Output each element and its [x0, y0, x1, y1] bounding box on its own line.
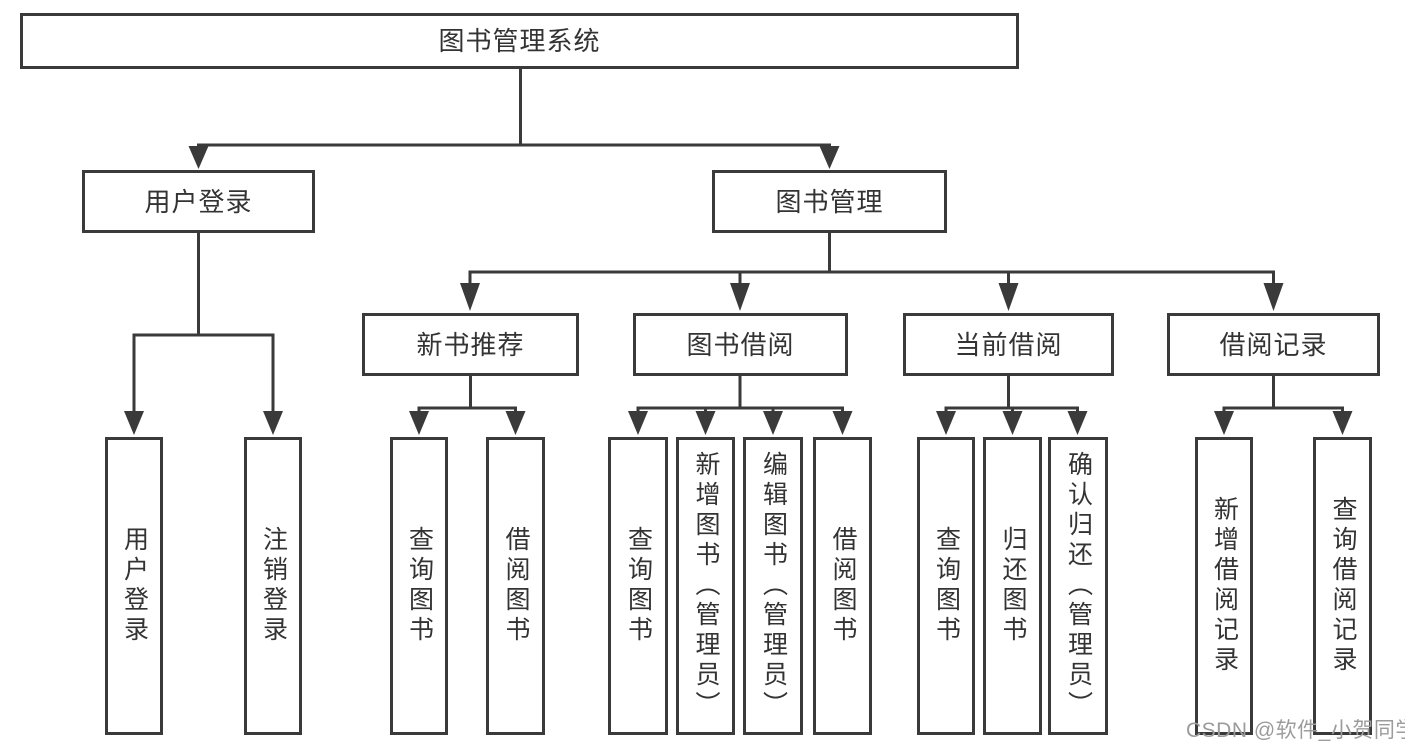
leaf-search-books-borrow: 查询图书	[608, 437, 668, 735]
node-new-book-recommend-label: 新书推荐	[416, 329, 525, 360]
arrow-down-icon	[832, 411, 853, 435]
arrow-down-icon	[819, 146, 840, 169]
leaf-search-borrow-record-label: 查询借阅记录	[1329, 496, 1357, 676]
arrow-down-icon	[763, 411, 783, 435]
leaf-search-books-current-label: 查询图书	[932, 526, 961, 646]
node-system-root: 图书管理系统	[20, 13, 1019, 69]
leaf-search-books-recommend: 查询图书	[390, 437, 448, 735]
leaf-user-login-label: 用户登录	[120, 526, 149, 646]
node-new-book-recommend: 新书推荐	[362, 313, 579, 376]
leaf-edit-books-admin: 编辑图书（管理员）	[743, 437, 803, 735]
leaf-borrow-books-recommend-label: 借阅图书	[502, 526, 530, 646]
arrow-down-icon	[936, 411, 956, 435]
leaf-add-books-admin: 新增图书（管理员）	[676, 437, 735, 735]
arrow-down-icon	[188, 146, 209, 169]
leaf-confirm-return-admin: 确认归还（管理员）	[1048, 437, 1108, 735]
connector-current-borrow-branches	[936, 375, 1088, 435]
arrow-down-icon	[730, 283, 750, 311]
leaf-add-borrow-record-label: 新增借阅记录	[1210, 496, 1239, 676]
arrow-down-icon	[1332, 411, 1353, 435]
arrow-down-icon	[124, 411, 144, 435]
arrow-down-icon	[460, 283, 480, 311]
arrow-down-icon	[695, 411, 716, 435]
watermark: CSDN @软件_小贺同学	[1186, 719, 1405, 742]
leaf-add-borrow-record: 新增借阅记录	[1195, 437, 1253, 735]
connector-root-branches	[188, 68, 840, 169]
connector-line	[1222, 375, 1344, 413]
arrow-down-icon	[1263, 283, 1284, 311]
leaf-return-books-label: 归还图书	[999, 526, 1027, 646]
connector-user-login-branches	[124, 233, 283, 435]
leaf-borrow-books-label: 借阅图书	[829, 526, 857, 646]
connector-borrow-records-branches	[1214, 375, 1353, 435]
node-book-management-label: 图书管理	[775, 186, 884, 217]
connector-line	[132, 233, 275, 412]
leaf-add-books-admin-label: 新增图书（管理员）	[692, 451, 720, 721]
leaf-logout: 注销登录	[244, 437, 302, 735]
leaf-edit-books-admin-label: 编辑图书（管理员）	[759, 451, 788, 721]
node-current-borrow: 当前借阅	[903, 313, 1114, 376]
connector-new-books-branches	[409, 375, 526, 435]
leaf-user-login: 用户登录	[105, 437, 163, 735]
arrow-down-icon	[628, 411, 648, 435]
node-book-management: 图书管理	[712, 170, 947, 233]
arrow-down-icon	[263, 411, 283, 435]
connector-book-management-branches	[460, 233, 1284, 311]
leaf-logout-label: 注销登录	[259, 526, 288, 646]
node-user-login-label: 用户登录	[144, 186, 253, 217]
connector-line	[944, 375, 1079, 413]
arrow-down-icon	[1214, 411, 1234, 435]
arrow-down-icon	[505, 411, 526, 435]
arrow-down-icon	[1067, 411, 1088, 435]
leaf-search-books-current: 查询图书	[917, 437, 975, 735]
connector-book-borrow-branches	[628, 375, 853, 435]
leaf-search-books-recommend-label: 查询图书	[405, 526, 434, 646]
leaf-confirm-return-admin-label: 确认归还（管理员）	[1064, 451, 1093, 721]
node-system-root-label: 图书管理系统	[438, 26, 601, 56]
leaf-search-books-borrow-label: 查询图书	[624, 526, 653, 646]
node-book-borrow-label: 图书借阅	[686, 329, 795, 360]
arrow-down-icon	[998, 283, 1019, 311]
node-user-login: 用户登录	[82, 170, 315, 233]
leaf-borrow-books-recommend: 借阅图书	[486, 437, 545, 735]
arrow-down-icon	[409, 411, 429, 435]
leaf-return-books: 归还图书	[983, 437, 1042, 735]
connector-line	[417, 375, 517, 413]
leaf-search-borrow-record: 查询借阅记录	[1313, 437, 1372, 735]
arrow-down-icon	[1002, 411, 1023, 435]
node-borrow-records: 借阅记录	[1167, 313, 1380, 376]
connector-line	[636, 375, 844, 413]
leaf-borrow-books: 借阅图书	[813, 437, 872, 735]
node-current-borrow-label: 当前借阅	[954, 329, 1063, 360]
connector-line	[197, 68, 831, 147]
node-borrow-records-label: 借阅记录	[1219, 329, 1328, 360]
connector-line	[468, 233, 1275, 284]
node-book-borrow: 图书借阅	[633, 313, 848, 376]
